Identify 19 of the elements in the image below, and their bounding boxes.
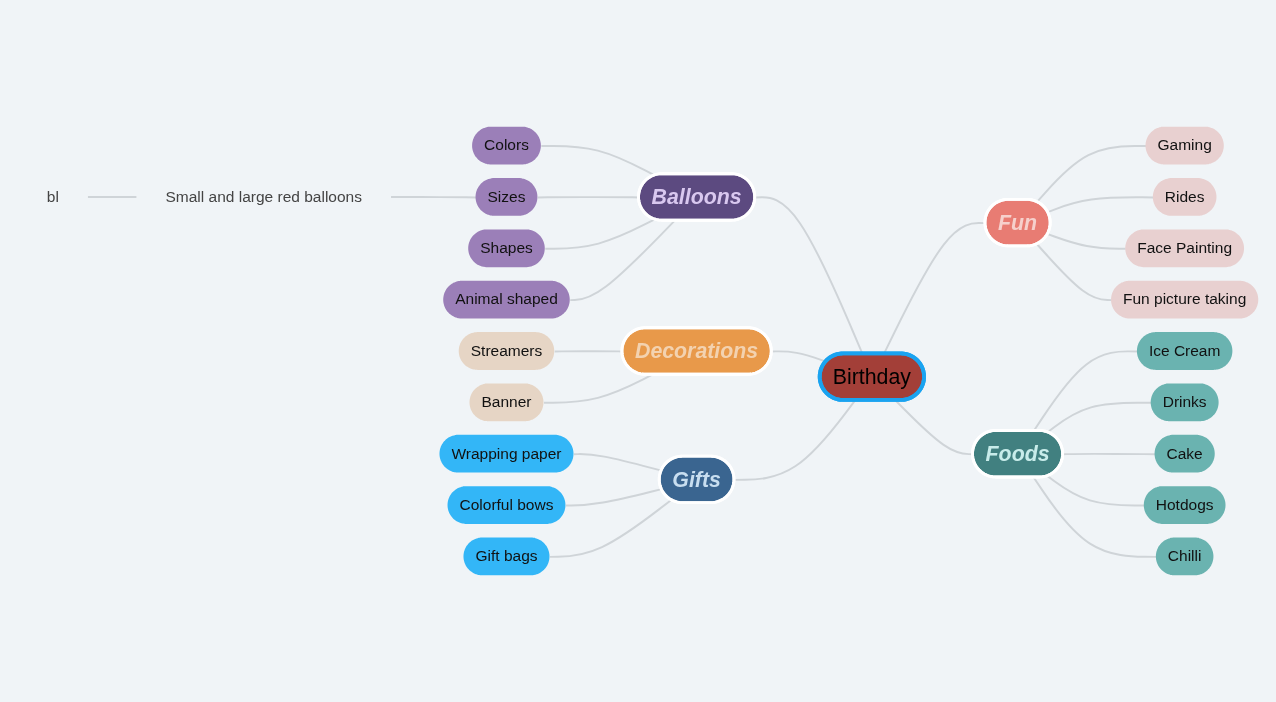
node-box: Face Painting	[1125, 229, 1245, 268]
connector	[549, 499, 673, 558]
connector	[544, 218, 656, 250]
connector	[390, 195, 477, 199]
node-text: bl	[46, 188, 59, 205]
node-box: Streamers	[458, 332, 555, 370]
connector	[87, 195, 138, 198]
node-box: Fun picture taking	[1111, 280, 1259, 319]
connector	[733, 399, 857, 481]
connector	[1062, 452, 1156, 456]
node-text: Small and large red balloons	[165, 188, 362, 205]
node-box: Animal shaped	[443, 280, 570, 319]
node-box: Colorful bows	[447, 486, 566, 524]
node-box: Ice Cream	[1136, 332, 1233, 370]
node-box: Gift bags	[463, 537, 550, 576]
connector	[1046, 233, 1127, 250]
connector	[1036, 243, 1113, 302]
connector	[1036, 145, 1147, 203]
node-box: Wrapping paper	[439, 434, 574, 473]
